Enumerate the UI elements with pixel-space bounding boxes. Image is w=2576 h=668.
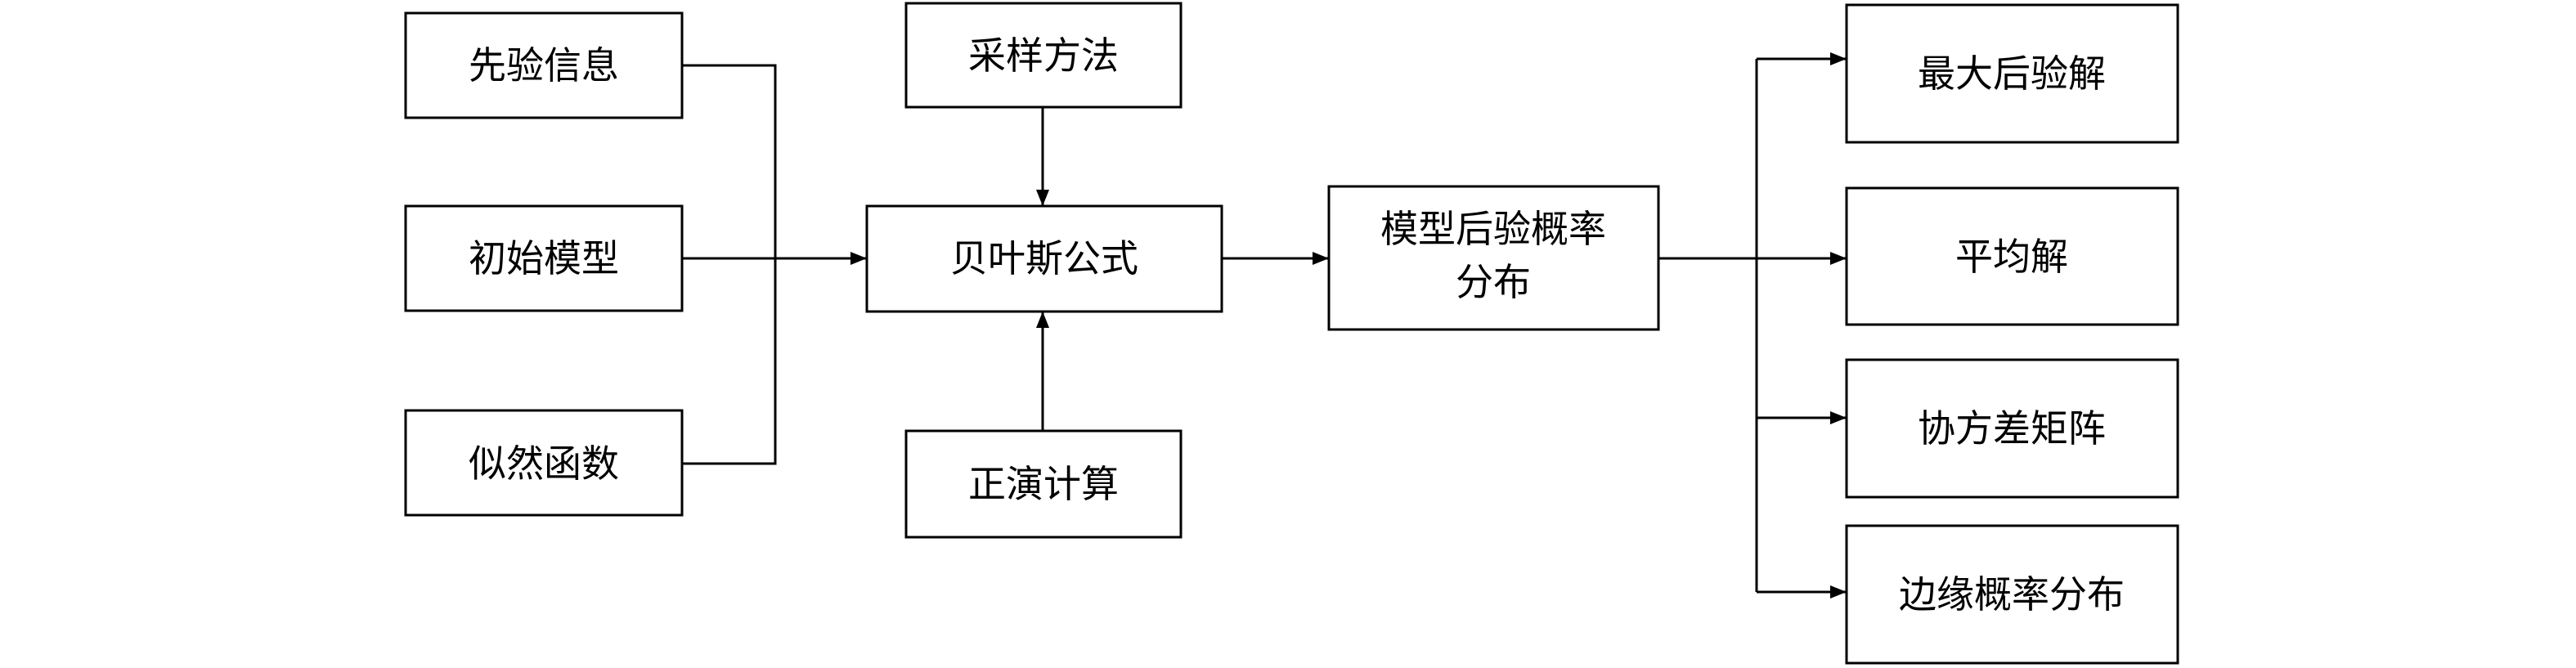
node-likelihood-function: 似然函数: [404, 409, 684, 517]
node-covariance-matrix: 协方差矩阵: [1845, 358, 2179, 499]
node-label-initial-model: 初始模型: [469, 236, 619, 280]
node-mean-solution: 平均解: [1845, 186, 2179, 326]
node-label-forward-computation: 正演计算: [968, 462, 1119, 506]
node-label-posterior-distribution-line2: 分布: [1456, 260, 1531, 304]
node-bayes-formula: 贝叶斯公式: [865, 204, 1223, 313]
node-label-map-solution: 最大后验解: [1918, 52, 2106, 96]
connectors: [682, 52, 1847, 599]
node-label-covariance-matrix: 协方差矩阵: [1918, 406, 2106, 451]
node-label-marginal-distribution: 边缘概率分布: [1899, 572, 2125, 616]
node-label-sampling-method: 采样方法: [968, 34, 1119, 78]
node-sampling-method: 采样方法: [904, 2, 1183, 109]
node-label-mean-solution: 平均解: [1955, 235, 2068, 279]
node-prior-info: 先验信息: [404, 11, 684, 119]
node-forward-computation: 正演计算: [904, 429, 1183, 539]
node-initial-model: 初始模型: [404, 204, 684, 312]
node-label-prior-info: 先验信息: [469, 43, 619, 87]
node-label-likelihood-function: 似然函数: [469, 442, 619, 486]
edge-prior-info-to-merge: [682, 64, 777, 465]
node-posterior-distribution: 模型后验概率 分布: [1327, 185, 1660, 331]
node-map-solution: 最大后验解: [1845, 3, 2179, 144]
node-label-posterior-distribution-line1: 模型后验概率: [1380, 207, 1606, 251]
node-marginal-distribution: 边缘概率分布: [1845, 524, 2179, 665]
node-label-bayes-formula: 贝叶斯公式: [950, 236, 1138, 280]
